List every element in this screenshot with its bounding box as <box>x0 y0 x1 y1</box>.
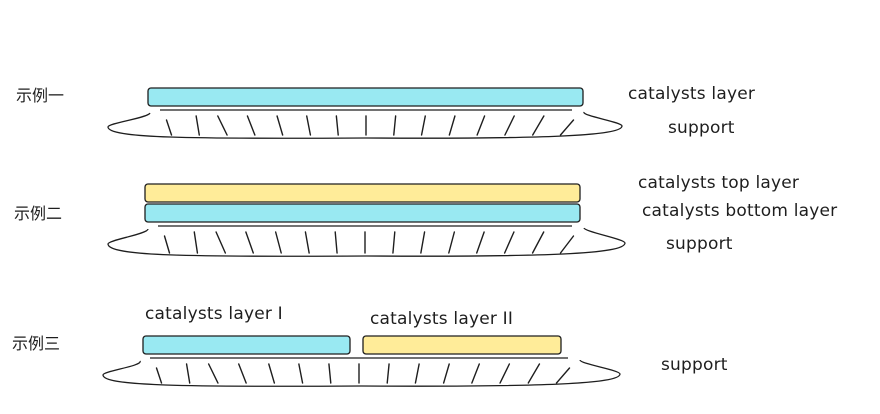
example-2-title: 示例二 <box>14 204 63 223</box>
support-hatch-line <box>532 115 545 136</box>
catalysts-bottom-layer-bar <box>144 203 581 223</box>
support-hatch-line <box>304 231 310 254</box>
example-3-title: 示例三 <box>12 334 61 353</box>
support-hatch-line <box>245 231 254 254</box>
support-hatch-line <box>185 363 191 384</box>
support-hatch-line <box>471 363 480 384</box>
support-hatch-line <box>420 231 426 254</box>
catalysts-top-layer-bar <box>144 183 581 203</box>
support-label-3: support <box>661 355 728 375</box>
support-hatch-line <box>442 363 450 384</box>
support-hatch-line <box>476 115 486 136</box>
support-hatch-line <box>334 231 338 254</box>
support-hatch-line <box>306 115 312 136</box>
support-label-2: support <box>666 234 733 254</box>
support-hatch-line <box>392 231 396 254</box>
catalysts-layer-2-bar <box>362 335 562 355</box>
support-hatch-line <box>276 115 284 136</box>
support-hatch-line <box>274 231 282 254</box>
support-3-outline <box>102 357 621 387</box>
support-2-outline <box>107 225 626 257</box>
catalysts-layer-2-label: catalysts layer II <box>370 309 514 329</box>
catalysts-bottom-layer-label: catalysts bottom layer <box>642 201 838 221</box>
catalysts-layer-label: catalysts layer <box>628 84 756 104</box>
support-hatch-line <box>503 231 515 254</box>
support-hatch-line <box>298 363 304 384</box>
support-hatch-line <box>386 363 390 384</box>
example-1-title: 示例一 <box>16 86 65 105</box>
catalysts-layer-bar <box>147 87 584 107</box>
support-1-outline <box>107 109 623 139</box>
support-hatch-line <box>163 235 171 254</box>
support-hatch-line <box>195 115 200 136</box>
support-hatch-line <box>499 363 511 384</box>
support-hatch-line <box>414 363 420 384</box>
catalysts-layer-1-label: catalysts layer I <box>145 304 283 324</box>
support-hatch-line <box>527 363 541 384</box>
support-hatch-line <box>215 231 227 254</box>
support-hatch-line <box>504 115 515 136</box>
support-hatch-line <box>207 363 219 384</box>
support-hatch-line <box>328 363 332 384</box>
catalysts-top-layer-label: catalysts top layer <box>638 173 800 193</box>
support-hatch-line <box>155 367 163 384</box>
support-hatch-line <box>420 115 426 136</box>
support-label-1: support <box>668 118 735 138</box>
support-hatch-line <box>448 231 456 254</box>
support-hatch-line <box>555 367 571 384</box>
support-hatch-line <box>193 231 199 254</box>
support-hatch-line <box>476 231 485 254</box>
support-hatch-line <box>531 231 545 254</box>
support-hatch-line <box>268 363 276 384</box>
support-hatch-line <box>246 115 256 136</box>
support-hatch-line <box>238 363 247 384</box>
support-hatch-line <box>559 235 575 254</box>
support-hatch-line <box>393 115 397 136</box>
support-hatch-line <box>448 115 456 136</box>
support-hatch-line <box>335 115 339 136</box>
support-hatch-line <box>559 119 575 136</box>
catalysts-layer-1-bar <box>142 335 351 355</box>
support-hatch-line <box>165 119 173 136</box>
support-hatch-line <box>217 115 228 136</box>
